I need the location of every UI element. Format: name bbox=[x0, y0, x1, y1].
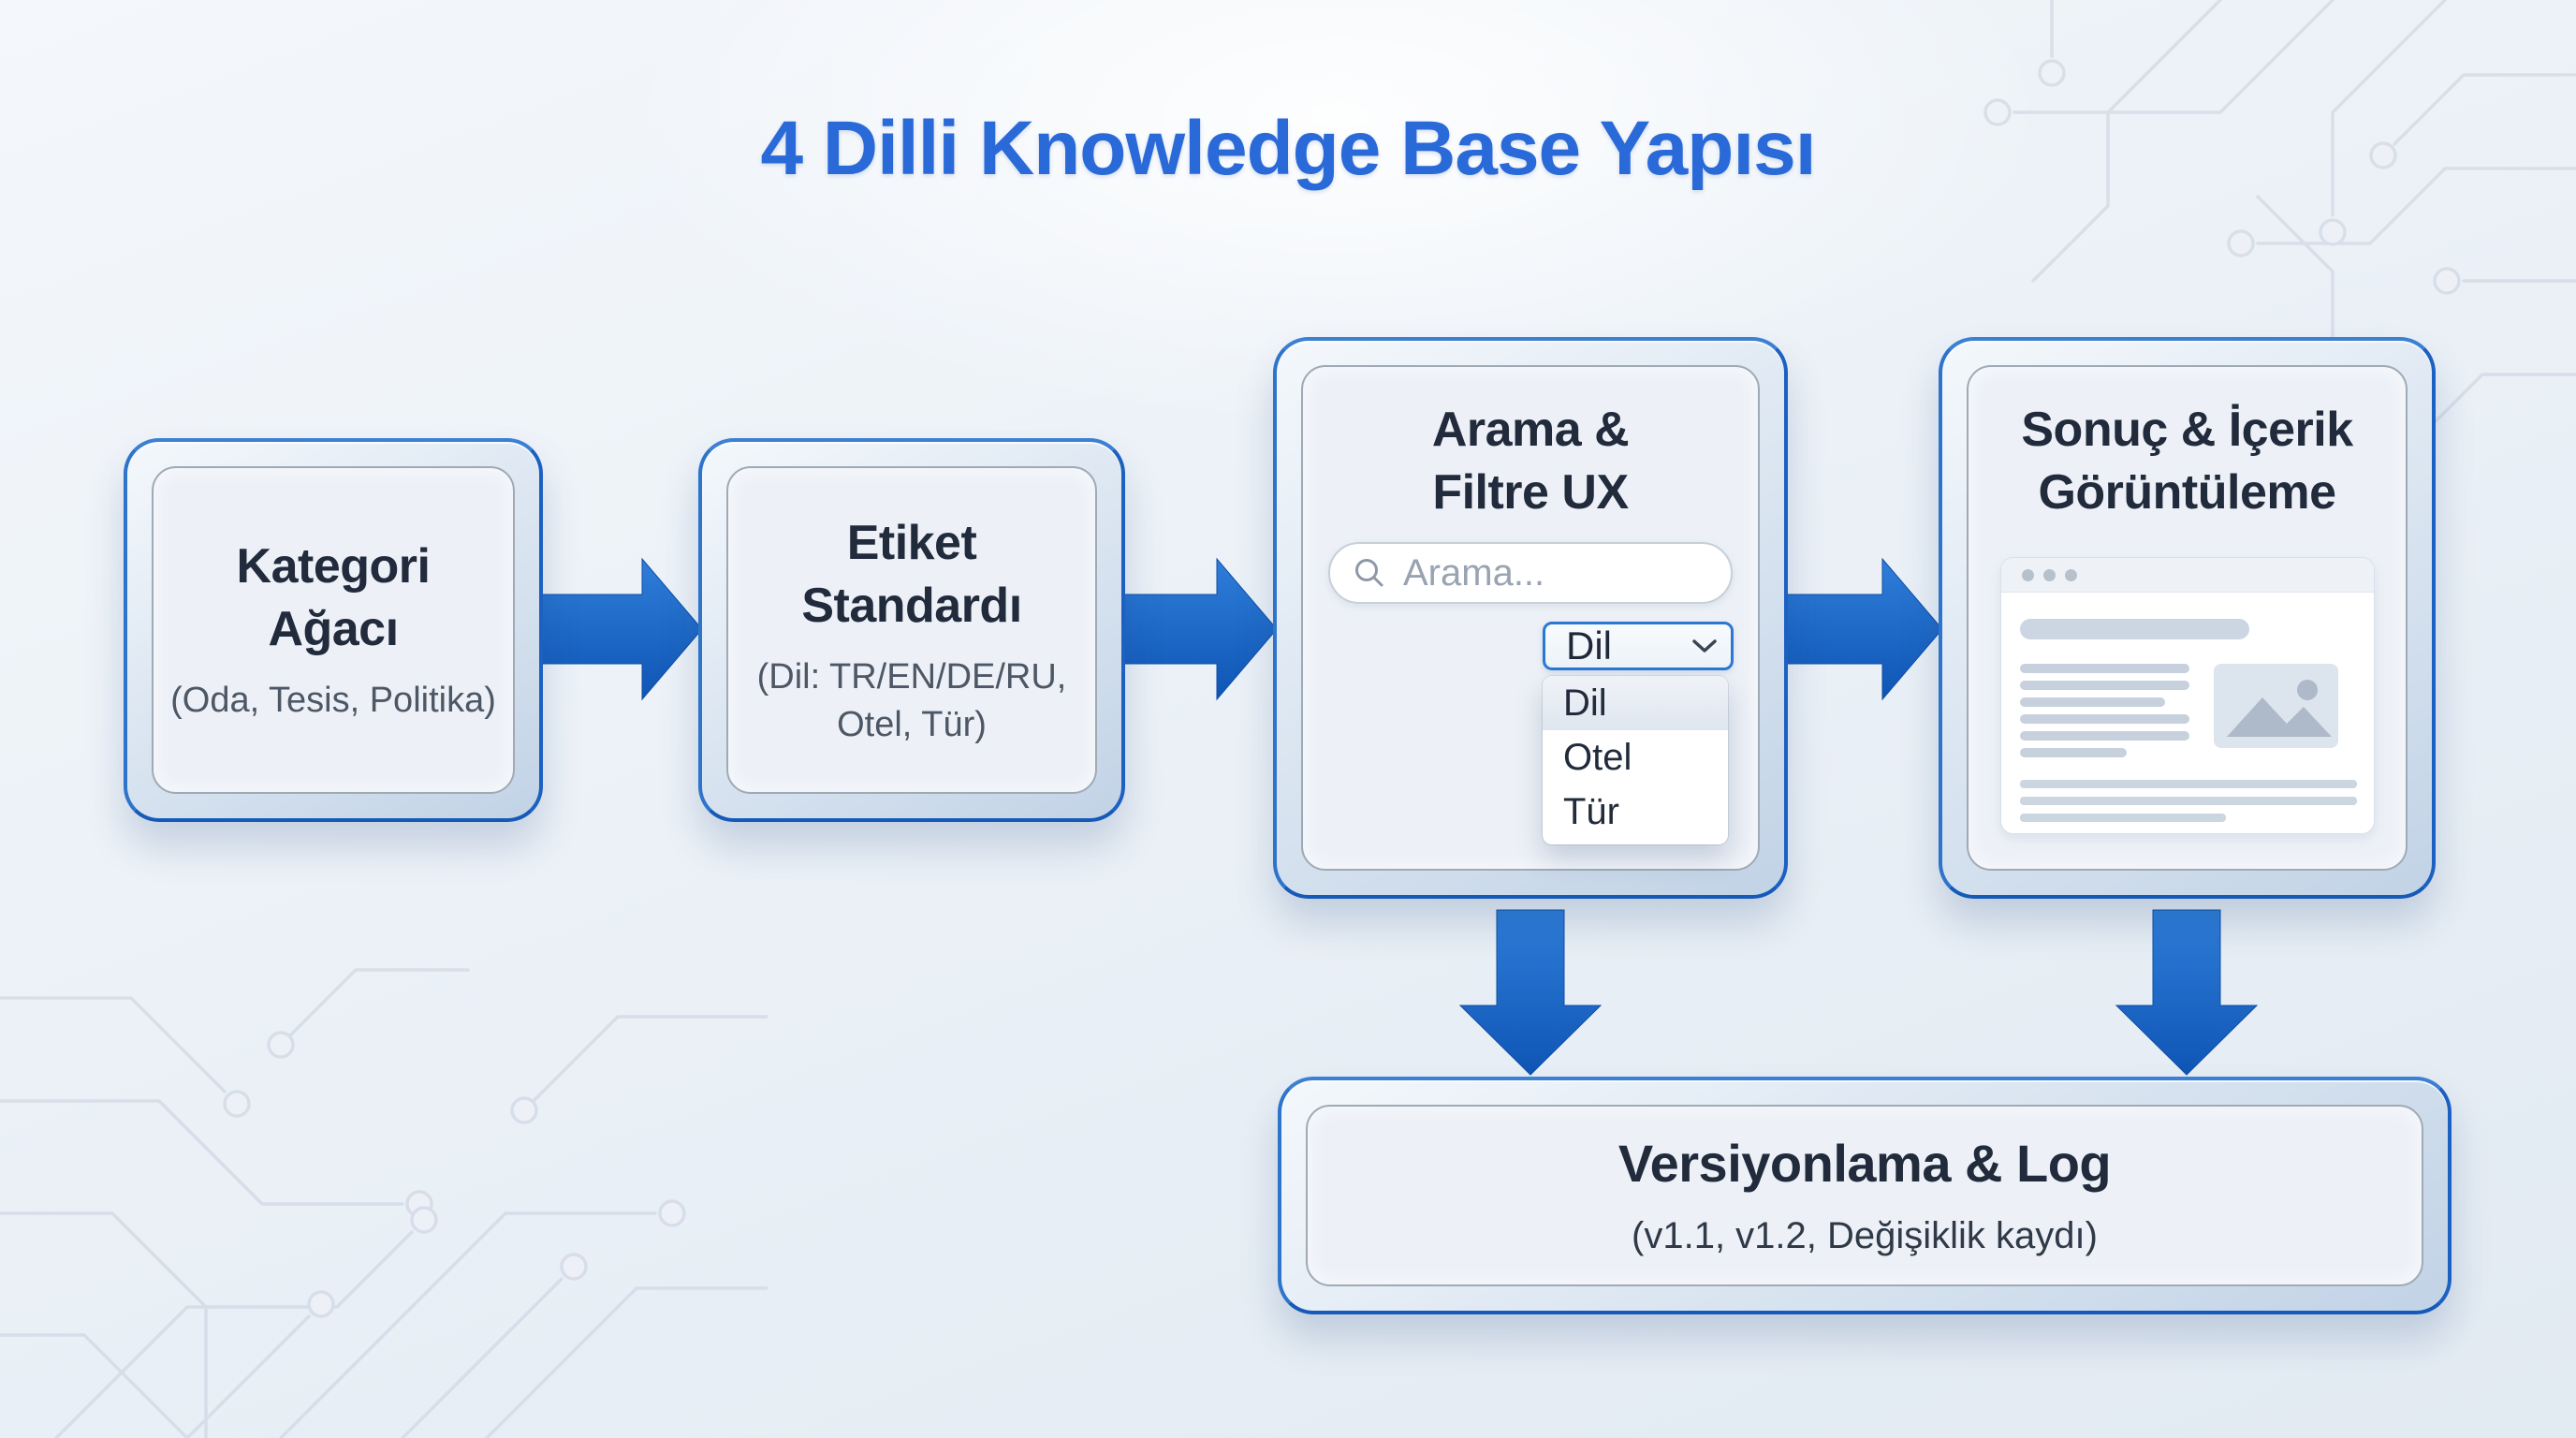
placeholder-line bbox=[2019, 780, 2357, 789]
filter-dropdown: Dil Dil Otel Tür bbox=[1543, 622, 1734, 845]
search-bar[interactable] bbox=[1328, 542, 1733, 605]
node-kategori-agaci: Kategori Ağacı (Oda, Tesis, Politika) bbox=[124, 438, 543, 822]
node-title: Sonuç & İçerik Görüntüleme bbox=[2021, 403, 2353, 520]
filter-option-dil[interactable]: Dil bbox=[1543, 676, 1728, 731]
placeholder-line bbox=[2019, 714, 2189, 725]
filter-option-tur[interactable]: Tür bbox=[1563, 791, 1619, 833]
search-icon bbox=[1353, 556, 1386, 590]
node-title: Arama & Filtre UX bbox=[1431, 403, 1630, 520]
placeholder-line bbox=[2019, 664, 2189, 674]
node-etiket-standardi: Etiket Standardı (Dil: TR/EN/DE/RU, Otel… bbox=[698, 438, 1125, 822]
filter-select-value: Dil bbox=[1566, 624, 1612, 668]
filter-option-otel[interactable]: Otel bbox=[1563, 737, 1632, 779]
arrow-right-1 bbox=[538, 557, 703, 701]
browser-titlebar bbox=[2000, 558, 2374, 594]
search-input[interactable] bbox=[1401, 550, 1695, 595]
browser-mockup bbox=[1999, 557, 2375, 835]
arrow-right-2 bbox=[1120, 557, 1278, 701]
node-versiyonlama-log: Versiyonlama & Log (v1.1, v1.2, Değişikl… bbox=[1278, 1077, 2452, 1314]
node-title: Kategori Ağacı bbox=[236, 539, 431, 656]
node-etiket-inner: Etiket Standardı (Dil: TR/EN/DE/RU, Otel… bbox=[726, 466, 1097, 794]
node-subtitle: (v1.1, v1.2, Değişiklik kaydı) bbox=[1632, 1215, 2098, 1257]
node-arama-filtre-ux: Arama & Filtre UX Dil bbox=[1273, 337, 1788, 899]
filter-select[interactable]: Dil bbox=[1543, 622, 1734, 671]
page-title: 4 Dilli Knowledge Base Yapısı bbox=[760, 106, 1816, 191]
placeholder-line bbox=[2019, 748, 2127, 758]
node-versiyon-inner: Versiyonlama & Log (v1.1, v1.2, Değişikl… bbox=[1306, 1105, 2423, 1286]
placeholder-line bbox=[2019, 797, 2357, 806]
browser-content bbox=[2001, 593, 2374, 823]
arrow-right-3 bbox=[1783, 557, 1943, 701]
circuit-pattern-bottom-left bbox=[0, 968, 768, 1438]
image-placeholder-icon bbox=[2226, 680, 2332, 738]
placeholder-line bbox=[2019, 681, 2189, 691]
placeholder-heading-bar bbox=[2019, 619, 2249, 640]
arrow-down-2 bbox=[2115, 909, 2259, 1076]
placeholder-line bbox=[2019, 731, 2189, 741]
node-subtitle: (Dil: TR/EN/DE/RU, Otel, Tür) bbox=[756, 657, 1067, 744]
placeholder-line bbox=[2019, 697, 2165, 708]
node-kategori-inner: Kategori Ağacı (Oda, Tesis, Politika) bbox=[152, 466, 515, 794]
image-placeholder bbox=[2213, 664, 2338, 749]
placeholder-text-block bbox=[2019, 664, 2189, 758]
node-title: Versiyonlama & Log bbox=[1617, 1133, 2112, 1193]
node-title: Etiket Standardı bbox=[801, 516, 1022, 633]
arrow-down-1 bbox=[1458, 909, 1603, 1076]
filter-options-popup: Dil Otel Tür bbox=[1543, 676, 1728, 845]
window-dot-icon bbox=[2021, 568, 2034, 581]
chevron-down-icon bbox=[1691, 638, 1718, 654]
node-sonuc-icerik: Sonuç & İçerik Görüntüleme bbox=[1939, 337, 2436, 899]
window-dot-icon bbox=[2064, 568, 2077, 581]
node-subtitle: (Oda, Tesis, Politika) bbox=[170, 681, 496, 721]
placeholder-paragraph bbox=[2019, 780, 2357, 823]
node-sonuc-inner: Sonuç & İçerik Görüntüleme bbox=[1967, 365, 2408, 871]
window-dot-icon bbox=[2042, 568, 2056, 581]
node-arama-inner: Arama & Filtre UX Dil bbox=[1301, 365, 1760, 871]
placeholder-line bbox=[2019, 814, 2226, 823]
